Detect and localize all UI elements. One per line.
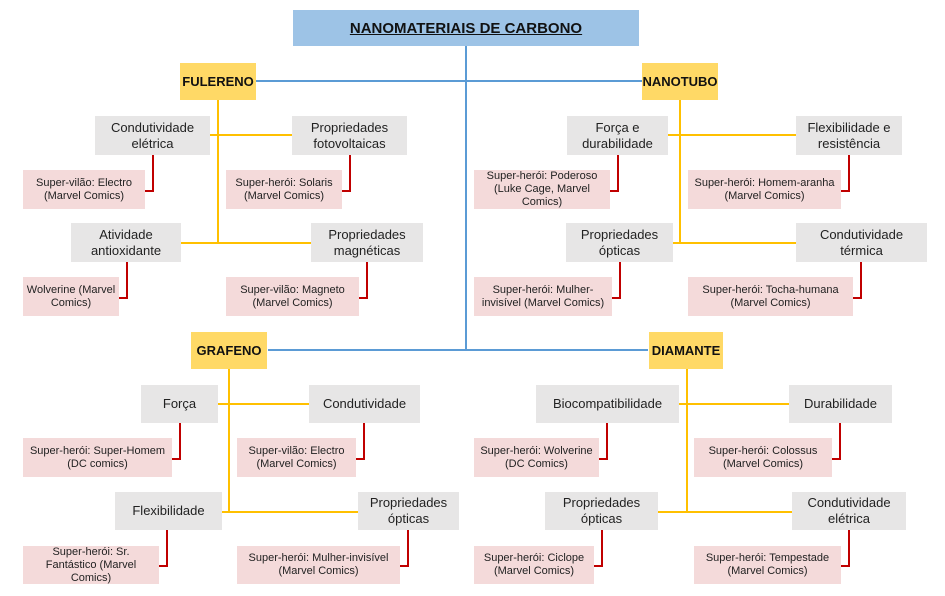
property-condutividade: Condutividade <box>309 385 420 423</box>
hero-connector <box>400 565 409 567</box>
hero-connector <box>594 565 603 567</box>
hero-connector <box>841 565 850 567</box>
property-forca: Força <box>141 385 218 423</box>
fulereno-branch-bottom <box>180 242 312 244</box>
hero-box: Super-herói: Mulher-invisível (Marvel Co… <box>474 277 612 316</box>
diamante-trunk <box>686 369 688 512</box>
hero-connector <box>860 262 862 298</box>
grafeno-branch-bottom <box>222 511 358 513</box>
fulereno-trunk <box>217 100 219 243</box>
hero-connector <box>356 458 365 460</box>
hero-box: Super-vilão: Electro (Marvel Comics) <box>237 438 356 477</box>
hero-connector <box>407 530 409 566</box>
grafeno-branch-top <box>218 403 309 405</box>
hero-box: Super-herói: Solaris (Marvel Comics) <box>226 170 342 209</box>
hero-connector <box>172 458 181 460</box>
grafeno-trunk <box>228 369 230 512</box>
hero-connector <box>119 297 128 299</box>
property-flexibilidade-resistencia: Flexibilidade e resistência <box>796 116 902 155</box>
hero-box: Super-herói: Ciclope (Marvel Comics) <box>474 546 594 584</box>
hero-box: Super-herói: Mulher-invisível (Marvel Co… <box>237 546 400 584</box>
connector-grafeno-diamante <box>268 349 648 351</box>
hero-box: Super-herói: Poderoso (Luke Cage, Marvel… <box>474 170 610 209</box>
hero-connector <box>612 297 621 299</box>
property-condutividade-termica: Condutividade térmica <box>796 223 927 262</box>
hero-connector <box>601 530 603 566</box>
hero-connector <box>610 190 619 192</box>
nanotubo-branch-top <box>668 134 796 136</box>
hero-connector <box>363 423 365 459</box>
diamante-branch-bottom <box>658 511 792 513</box>
hero-box: Super-herói: Super-Homem (DC comics) <box>23 438 172 477</box>
hero-connector <box>366 262 368 298</box>
hero-box: Super-herói: Colossus (Marvel Comics) <box>694 438 832 477</box>
hero-box: Super-herói: Wolverine (DC Comics) <box>474 438 599 477</box>
hero-connector <box>841 190 850 192</box>
property-durabilidade: Durabilidade <box>789 385 892 423</box>
hero-box: Wolverine (Marvel Comics) <box>23 277 119 316</box>
property-propriedades-opticas: Propriedades ópticas <box>566 223 673 262</box>
property-propriedades-opticas: Propriedades ópticas <box>358 492 459 530</box>
nanotubo-trunk <box>679 100 681 243</box>
hero-connector <box>342 190 351 192</box>
category-fulereno: FULERENO <box>180 63 256 100</box>
hero-connector <box>839 423 841 459</box>
hero-connector <box>349 155 351 191</box>
property-flexibilidade: Flexibilidade <box>115 492 222 530</box>
hero-connector <box>848 155 850 191</box>
hero-connector <box>166 530 168 566</box>
hero-connector <box>179 423 181 459</box>
category-diamante: DIAMANTE <box>649 332 723 369</box>
property-forca-durabilidade: Força e durabilidade <box>567 116 668 155</box>
hero-box: Super-vilão: Electro (Marvel Comics) <box>23 170 145 209</box>
hero-connector <box>832 458 841 460</box>
hero-connector <box>853 297 862 299</box>
category-grafeno: GRAFENO <box>191 332 267 369</box>
connector-fulereno-nanotubo <box>256 80 642 82</box>
hero-box: Super-herói: Sr. Fantástico (Marvel Comi… <box>23 546 159 584</box>
property-condutividade-eletrica: Condutividade elétrica <box>95 116 210 155</box>
nanotubo-branch-bottom <box>673 242 797 244</box>
hero-box: Super-herói: Homem-aranha (Marvel Comics… <box>688 170 841 209</box>
property-propriedades-opticas: Propriedades ópticas <box>545 492 658 530</box>
hero-connector <box>848 530 850 566</box>
property-condutividade-eletrica: Condutividade elétrica <box>792 492 906 530</box>
fulereno-branch-top <box>210 134 292 136</box>
hero-connector <box>619 262 621 298</box>
hero-box: Super-vilão: Magneto (Marvel Comics) <box>226 277 359 316</box>
hero-connector <box>599 458 608 460</box>
diagram-title: NANOMATERIAIS DE CARBONO <box>293 10 639 46</box>
hero-connector <box>617 155 619 191</box>
hero-connector <box>159 565 168 567</box>
hero-box: Super-herói: Tocha-humana (Marvel Comics… <box>688 277 853 316</box>
hero-connector <box>606 423 608 459</box>
hero-connector <box>152 155 154 191</box>
hero-connector <box>145 190 154 192</box>
hero-connector <box>126 262 128 298</box>
hero-box: Super-herói: Tempestade (Marvel Comics) <box>694 546 841 584</box>
main-trunk-line <box>465 46 467 350</box>
category-nanotubo: NANOTUBO <box>642 63 718 100</box>
property-biocompatibilidade: Biocompatibilidade <box>536 385 679 423</box>
property-propriedades-fotovoltaicas: Propriedades fotovoltaicas <box>292 116 407 155</box>
property-propriedades-magneticas: Propriedades magnéticas <box>311 223 423 262</box>
diamante-branch-top <box>679 403 789 405</box>
hero-connector <box>359 297 368 299</box>
property-atividade-antioxidante: Atividade antioxidante <box>71 223 181 262</box>
